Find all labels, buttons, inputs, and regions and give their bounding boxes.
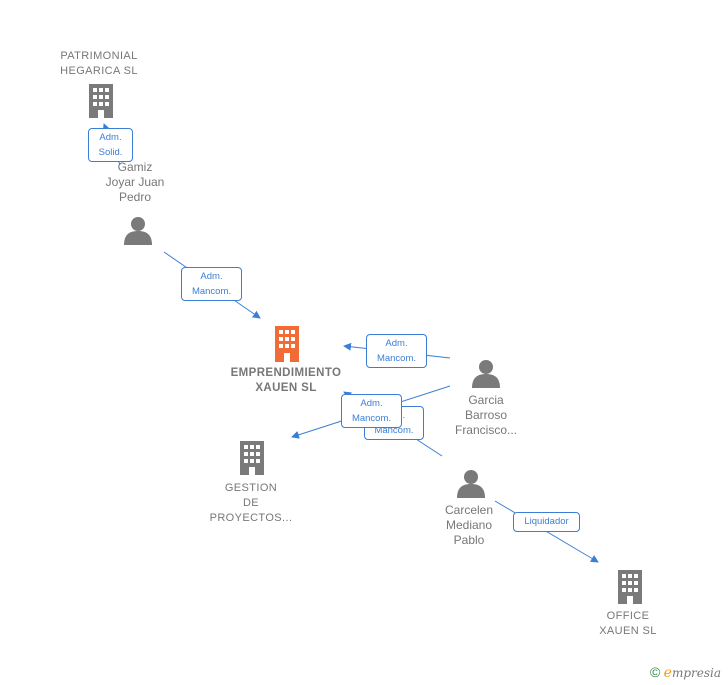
company-name-patrimonial[interactable]: PATRIMONIAL HEGARICA SL bbox=[60, 50, 138, 77]
building-icon[interactable] bbox=[86, 84, 116, 118]
person-icon[interactable] bbox=[470, 357, 502, 389]
person-icon[interactable] bbox=[455, 467, 487, 499]
role-badge-garcia-gestion[interactable]: Adm. Mancom. bbox=[341, 394, 402, 428]
footer-brand: © empresia bbox=[650, 664, 721, 681]
company-name-office[interactable]: OFFICE XAUEN SL bbox=[599, 610, 657, 637]
role-badge-gamiz-emprendimiento[interactable]: Adm. Mancom. bbox=[181, 267, 242, 301]
building-icon[interactable] bbox=[237, 441, 267, 475]
person-icon[interactable] bbox=[122, 214, 154, 246]
person-name-gamiz[interactable]: Gamiz Joyar Juan Pedro bbox=[105, 160, 165, 204]
role-badge-gamiz-patrimonial[interactable]: Adm. Solid. bbox=[88, 128, 133, 162]
person-name-garcia[interactable]: Garcia Barroso Francisco... bbox=[454, 393, 517, 437]
company-name-emprendimiento[interactable]: EMPRENDIMIENTO XAUEN SL bbox=[230, 367, 342, 394]
role-badge-garcia-emprendimiento[interactable]: Adm. Mancom. bbox=[366, 334, 427, 368]
empresia-logo: empresia bbox=[663, 665, 722, 681]
company-name-gestion[interactable]: GESTION DE PROYECTOS... bbox=[209, 482, 293, 524]
building-icon-focus[interactable] bbox=[271, 326, 303, 362]
role-badge-carcelen-office[interactable]: Liquidador bbox=[513, 512, 580, 532]
building-icon[interactable] bbox=[615, 570, 645, 604]
person-name-carcelen[interactable]: Carcelen Mediano Pablo bbox=[444, 503, 494, 547]
copyright-icon: © bbox=[650, 664, 661, 680]
